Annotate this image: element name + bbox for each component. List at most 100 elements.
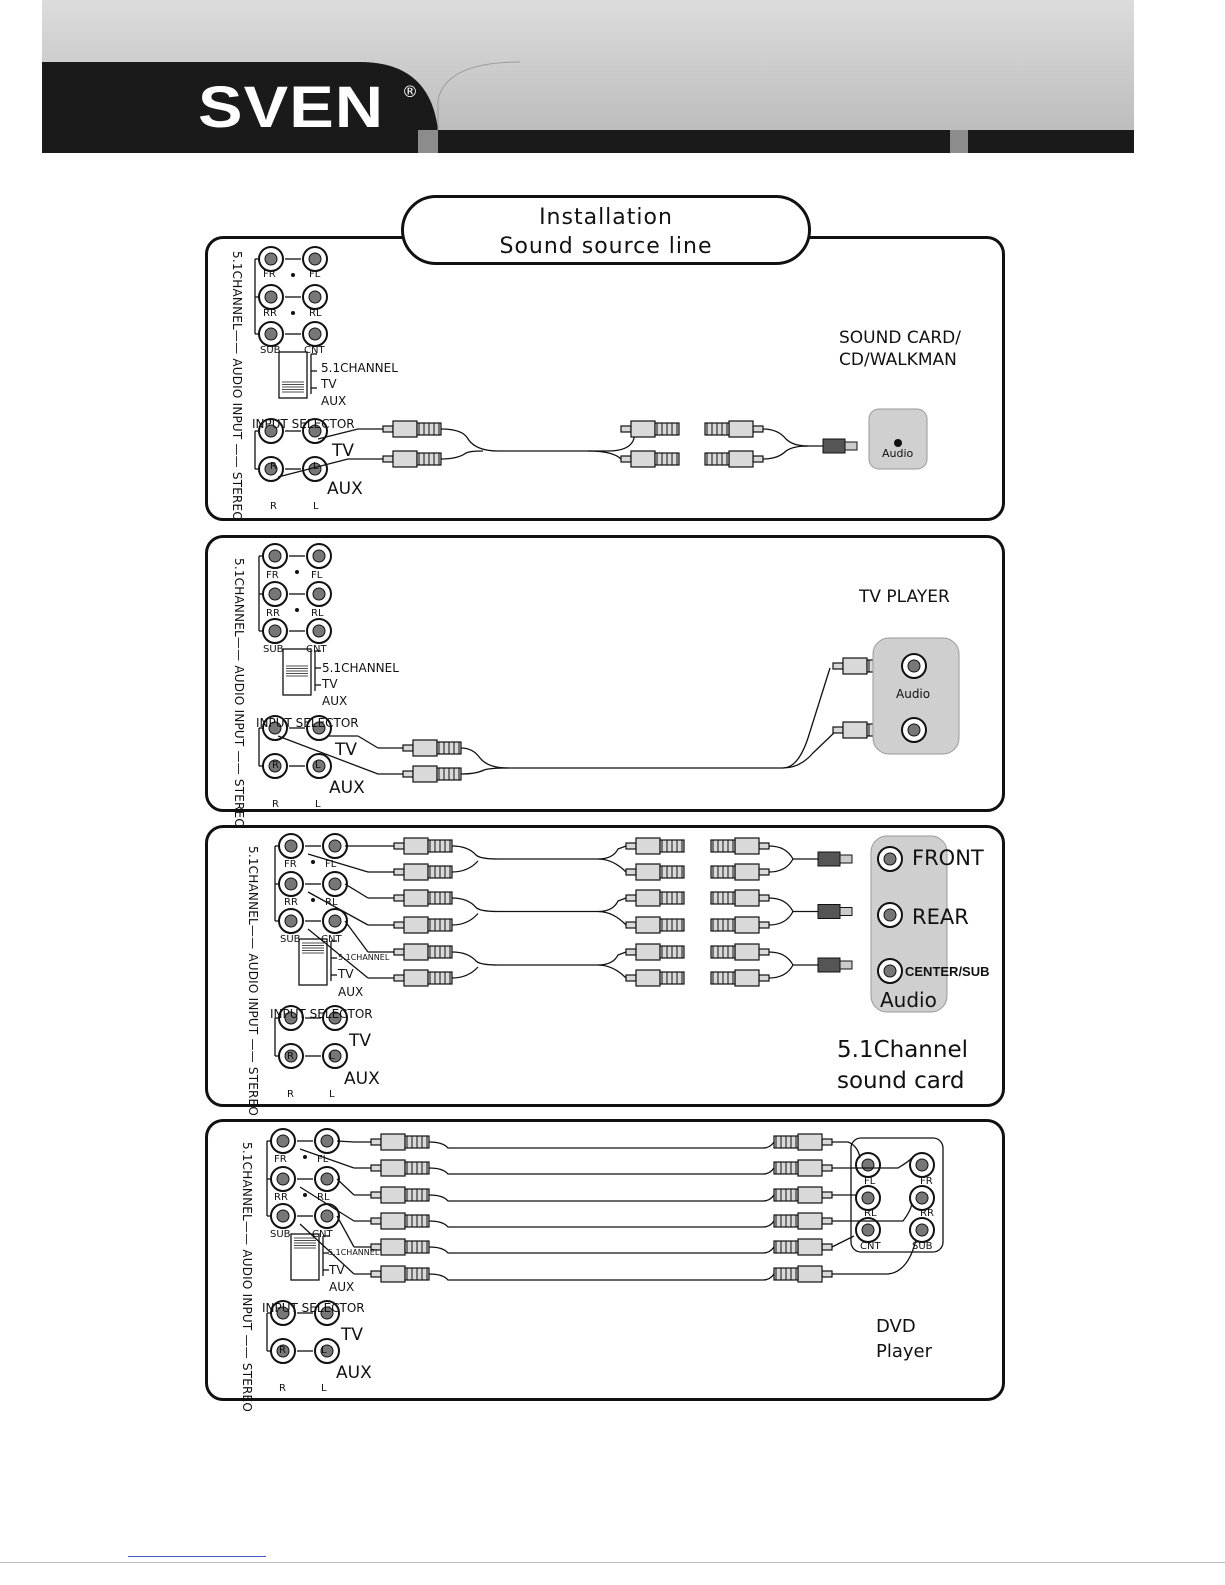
stereo-jack bbox=[302, 456, 328, 482]
footer-link-underline bbox=[128, 1556, 266, 1557]
cable bbox=[451, 897, 627, 913]
cable bbox=[428, 1220, 775, 1228]
selector-switch bbox=[278, 351, 308, 399]
separator-dot bbox=[303, 1193, 307, 1197]
stereo-jack bbox=[314, 1300, 340, 1326]
title-line-1: Installation bbox=[539, 205, 673, 230]
selector-switch bbox=[298, 938, 328, 986]
tv-player-device bbox=[872, 637, 960, 755]
aux-r-label: R bbox=[287, 1089, 294, 1100]
wire bbox=[344, 920, 369, 953]
input-jack bbox=[270, 1203, 296, 1229]
rca-plug bbox=[382, 420, 442, 438]
rca-plug bbox=[393, 943, 453, 961]
tv-l-label: L bbox=[315, 760, 321, 771]
jack-label-sub: SUB bbox=[260, 345, 281, 356]
input-selector-label: INPUT SELECTOR bbox=[256, 716, 359, 730]
selector-tv: TV bbox=[338, 967, 354, 981]
rca-plug bbox=[773, 1265, 833, 1283]
aux-l-label: L bbox=[321, 1383, 327, 1394]
dvd-fr-label: FR bbox=[920, 1176, 933, 1187]
source-label: TV PLAYER bbox=[859, 587, 950, 607]
wire bbox=[307, 853, 369, 873]
separator-dot bbox=[311, 860, 315, 864]
jack-label-rr: RR bbox=[274, 1192, 288, 1203]
wire bbox=[277, 735, 379, 775]
brand-logo: SVEN bbox=[198, 75, 385, 140]
device-audio-label: Audio bbox=[880, 988, 937, 1012]
tv-r-label: R bbox=[270, 461, 277, 472]
audio-output-port bbox=[894, 439, 902, 447]
cable bbox=[762, 428, 823, 447]
cable bbox=[768, 964, 794, 979]
jack-label-sub: SUB bbox=[270, 1229, 291, 1240]
wire bbox=[336, 1178, 355, 1196]
selector-aux: AUX bbox=[329, 1280, 355, 1294]
dvd-sub-label: SUB bbox=[912, 1241, 933, 1252]
rca-plug bbox=[393, 889, 453, 907]
rear-output-label: REAR bbox=[912, 905, 969, 929]
input-jack bbox=[306, 618, 332, 644]
cable bbox=[587, 450, 622, 460]
rca-plug bbox=[625, 837, 685, 855]
device-output-jack bbox=[901, 717, 927, 743]
input-jack bbox=[278, 871, 304, 897]
jack-label-rl: RL bbox=[309, 308, 322, 319]
rca-plug bbox=[625, 916, 685, 934]
stereo-jack bbox=[306, 753, 332, 779]
stereo-jack bbox=[322, 1005, 348, 1031]
jack-label-rr: RR bbox=[284, 897, 298, 908]
wire bbox=[344, 883, 369, 899]
wire bbox=[336, 1140, 355, 1143]
jack-label-fr: FR bbox=[263, 269, 276, 280]
input-jack bbox=[314, 1128, 340, 1154]
dvd-cnt-label: CNT bbox=[860, 1241, 881, 1252]
separator-dot bbox=[295, 570, 299, 574]
dvd-fl-label: FL bbox=[864, 1176, 876, 1187]
cable bbox=[768, 845, 818, 860]
selector-tv: TV bbox=[322, 677, 338, 691]
dvd-rl-label: RL bbox=[864, 1208, 877, 1219]
wire bbox=[317, 428, 359, 440]
cable bbox=[460, 767, 509, 775]
jack-label-rl: RL bbox=[325, 897, 338, 908]
separator-dot bbox=[291, 273, 295, 277]
jack-label-fl: FL bbox=[311, 570, 323, 581]
panel-2-side-label: 5.1CHANNEL—— AUDIO INPUT —— STEREO bbox=[232, 558, 246, 828]
stereo-jack bbox=[306, 715, 332, 741]
aux-r-label: R bbox=[270, 501, 277, 512]
rca-plug bbox=[620, 450, 680, 468]
rca-plug bbox=[382, 450, 442, 468]
selector-switch bbox=[282, 648, 312, 696]
panel-3-wiring bbox=[274, 833, 948, 1069]
aux-l-label: L bbox=[315, 799, 321, 810]
panel-1-side-label: 5.1CHANNEL—— AUDIO INPUT —— STEREO bbox=[230, 251, 244, 521]
cable bbox=[832, 1203, 913, 1222]
separator-dot bbox=[311, 898, 315, 902]
jack-label-cnt: CNT bbox=[321, 934, 342, 945]
tv-r-label: R bbox=[279, 1345, 286, 1356]
input-jack bbox=[322, 833, 348, 859]
cable bbox=[768, 897, 818, 913]
aux-l-label: L bbox=[313, 501, 319, 512]
wire bbox=[277, 458, 349, 478]
rca-plug bbox=[625, 889, 685, 907]
jack-label-fl: FL bbox=[325, 859, 337, 870]
input-jack bbox=[302, 284, 328, 310]
input-aux-label: AUX bbox=[336, 1363, 372, 1383]
input-jack bbox=[302, 321, 328, 347]
rca-plug bbox=[710, 969, 770, 987]
wire bbox=[357, 735, 379, 749]
input-selector-label: INPUT SELECTOR bbox=[262, 1301, 365, 1315]
tv-l-label: L bbox=[313, 461, 319, 472]
rca-plug bbox=[370, 1265, 430, 1283]
cable bbox=[768, 911, 794, 926]
rear-output-jack bbox=[877, 902, 903, 928]
center-sub-output-jack bbox=[877, 958, 903, 984]
jack-label-cnt: CNT bbox=[312, 1229, 333, 1240]
wire bbox=[336, 1215, 355, 1248]
selector-tv: TV bbox=[329, 1263, 345, 1277]
cable bbox=[597, 910, 627, 926]
rca-plug bbox=[620, 420, 680, 438]
rca-plug bbox=[773, 1133, 833, 1151]
